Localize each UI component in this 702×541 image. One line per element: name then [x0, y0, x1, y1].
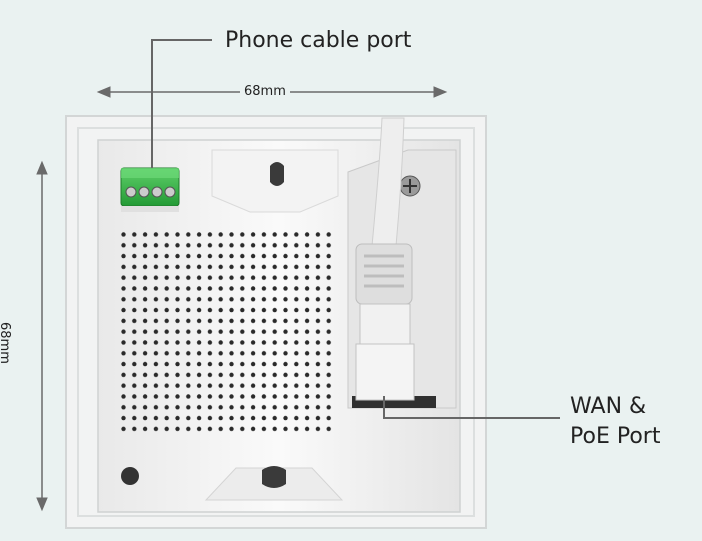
height-dimension-label: 68mm [0, 318, 12, 368]
screw-icon [399, 175, 421, 197]
phone-port-leader [151, 39, 212, 168]
phone-cable-port-label: Phone cable port [225, 28, 412, 53]
wall-plate-inner-border [77, 127, 475, 517]
ethernet-plug-icon [355, 243, 415, 401]
width-dimension-label: 68mm [240, 84, 290, 99]
terminal-block-icon [120, 167, 180, 212]
height-dimension-line [36, 160, 48, 512]
screw-hole [121, 467, 139, 485]
keyhole-bottom [262, 466, 286, 488]
vent-grille [121, 232, 333, 432]
wan-port-leader [383, 396, 560, 419]
wan-poe-port-label: WAN & PoE Port [570, 394, 661, 449]
keyhole-top [270, 162, 284, 186]
